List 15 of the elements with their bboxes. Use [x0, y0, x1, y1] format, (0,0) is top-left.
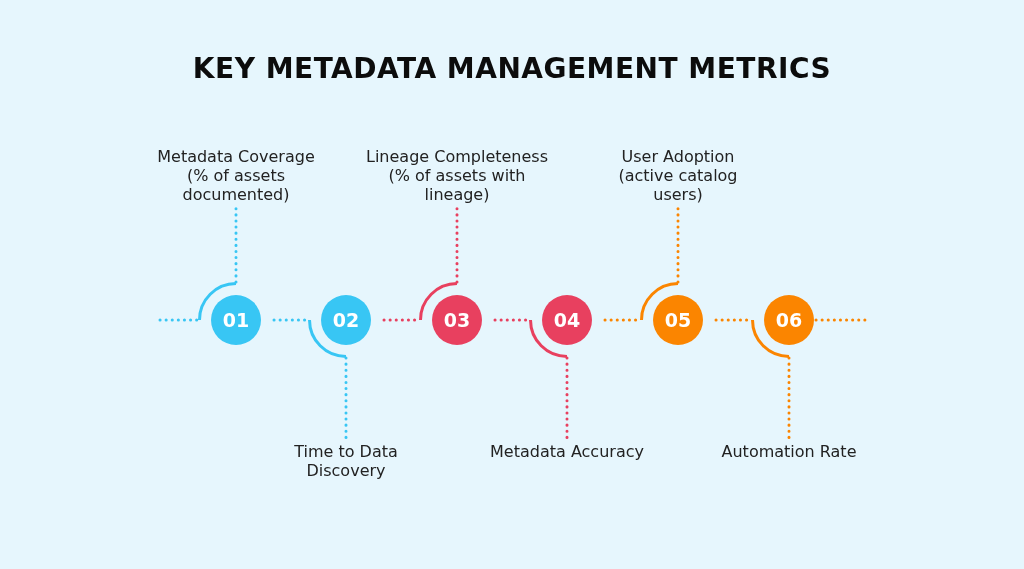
- step-number: 02: [332, 309, 360, 331]
- step-number: 03: [443, 309, 471, 331]
- title: KEY METADATA MANAGEMENT METRICS: [191, 52, 833, 85]
- dotted-line: [158, 318, 200, 322]
- metric-label: Metadata Coverage (% of assets documented): [156, 147, 316, 204]
- metric-label: Time to Data Discovery: [293, 442, 399, 480]
- step-number: 06: [775, 309, 803, 331]
- metric-label: Lineage Completeness (% of assets with lineage): [365, 147, 549, 204]
- metric-label: Metadata Accuracy: [490, 442, 644, 461]
- step-number: 04: [553, 309, 581, 331]
- metric-label: User Adoption (active catalog users): [617, 147, 739, 204]
- metric-label: Automation Rate: [721, 442, 857, 461]
- dotted-line: [814, 318, 867, 322]
- step-number: 01: [222, 309, 250, 331]
- step-number: 05: [664, 309, 692, 331]
